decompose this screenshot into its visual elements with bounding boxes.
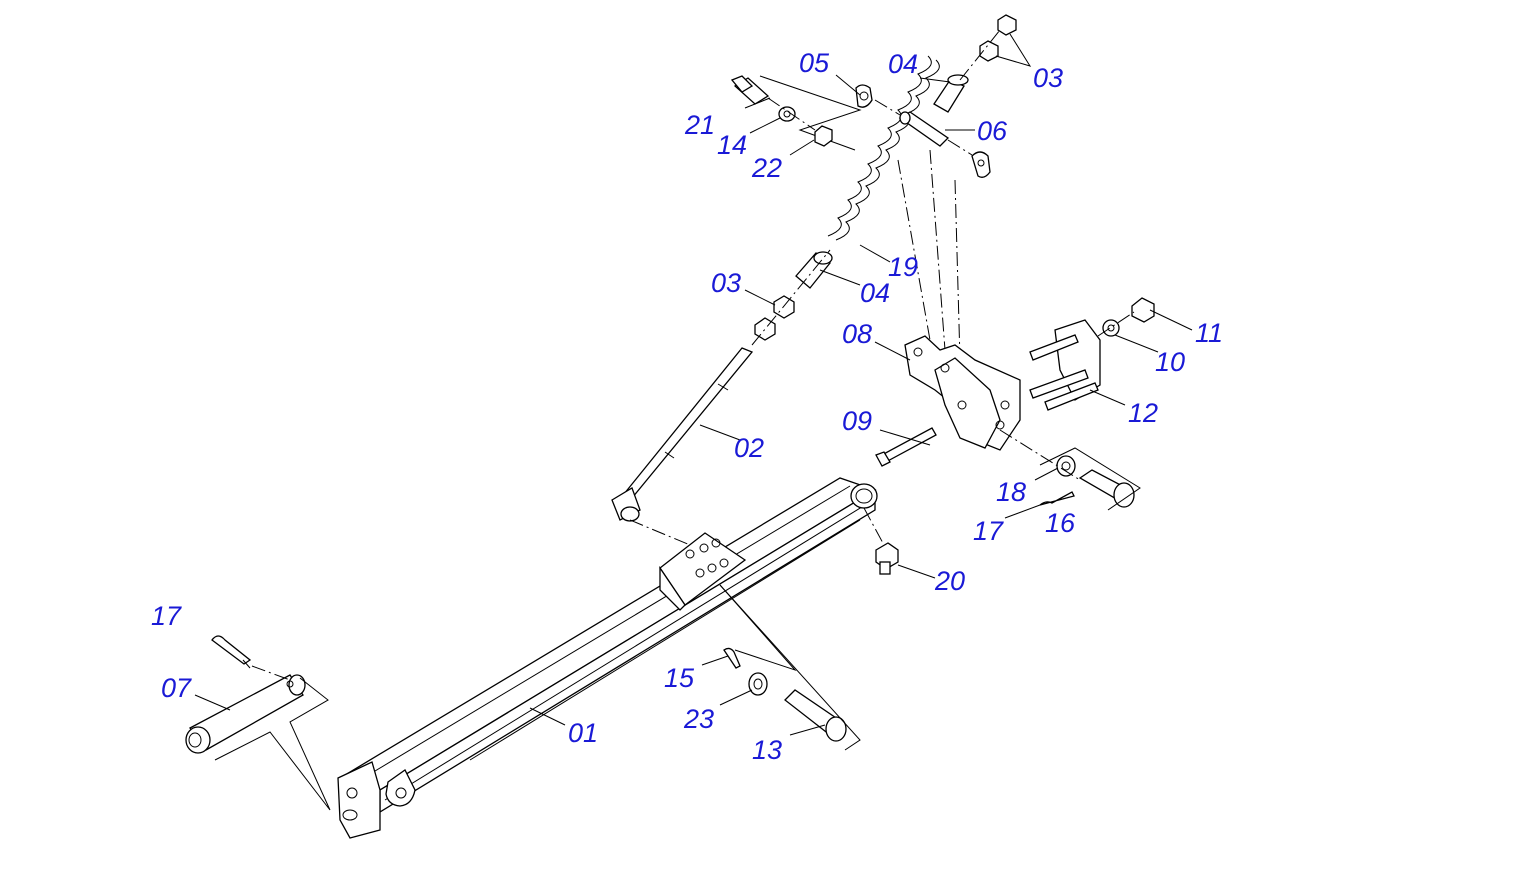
part-01-arm-beam [337,477,878,839]
part-09-bolt [875,427,937,467]
label-03-upper: 03 [1033,63,1063,93]
part-19-spring [827,55,940,241]
part-04-sleeve-upper [933,74,969,113]
leader-lines [194,74,1193,736]
label-08: 08 [842,319,872,349]
part-03-nuts-upper [979,14,1017,62]
label-21: 21 [684,110,715,140]
part-23-washer [748,672,768,696]
label-23: 23 [683,704,714,734]
label-19: 19 [888,252,918,282]
label-04-lower: 04 [860,278,890,308]
label-06: 06 [977,116,1008,146]
label-11: 11 [1195,318,1223,348]
part-10-washer [1102,319,1120,337]
label-07: 07 [161,673,192,703]
label-13: 13 [752,735,782,765]
label-16: 16 [1045,508,1076,538]
label-15: 15 [664,663,695,693]
label-14: 14 [717,130,747,160]
part-20-grease-fitting [875,542,899,575]
part-17-cotter-pin-left [211,635,252,669]
part-18-washer [1056,455,1076,477]
label-03-lower: 03 [711,268,741,298]
part-08-bracket [904,335,1021,451]
label-20: 20 [934,566,965,596]
part-15-clip [723,647,741,669]
label-04-upper: 04 [888,49,918,79]
part-13-pin [784,689,847,742]
label-02: 02 [734,433,764,463]
part-16-pin [1078,469,1135,508]
part-17-cotter-pin-right [1039,491,1075,506]
part-14-washer [778,106,796,122]
label-01: 01 [568,718,598,748]
part-labels: 01 02 03 03 04 04 05 06 07 08 09 10 11 1… [151,48,1223,765]
label-10: 10 [1155,347,1185,377]
part-06-shaft [898,111,991,178]
label-17-left: 17 [151,601,182,631]
part-12-plate-bolts [1029,319,1101,411]
label-18: 18 [996,477,1026,507]
label-22: 22 [751,153,782,183]
part-21-bolt [730,75,770,105]
part-22-nut [814,125,833,147]
label-09: 09 [842,406,872,436]
label-05: 05 [799,48,830,78]
part-07-pin [185,674,306,754]
part-02-tie-rod [611,347,754,522]
part-05-link [855,84,873,108]
label-12: 12 [1128,398,1158,428]
part-11-nut [1131,297,1155,323]
label-17-right: 17 [973,516,1004,546]
